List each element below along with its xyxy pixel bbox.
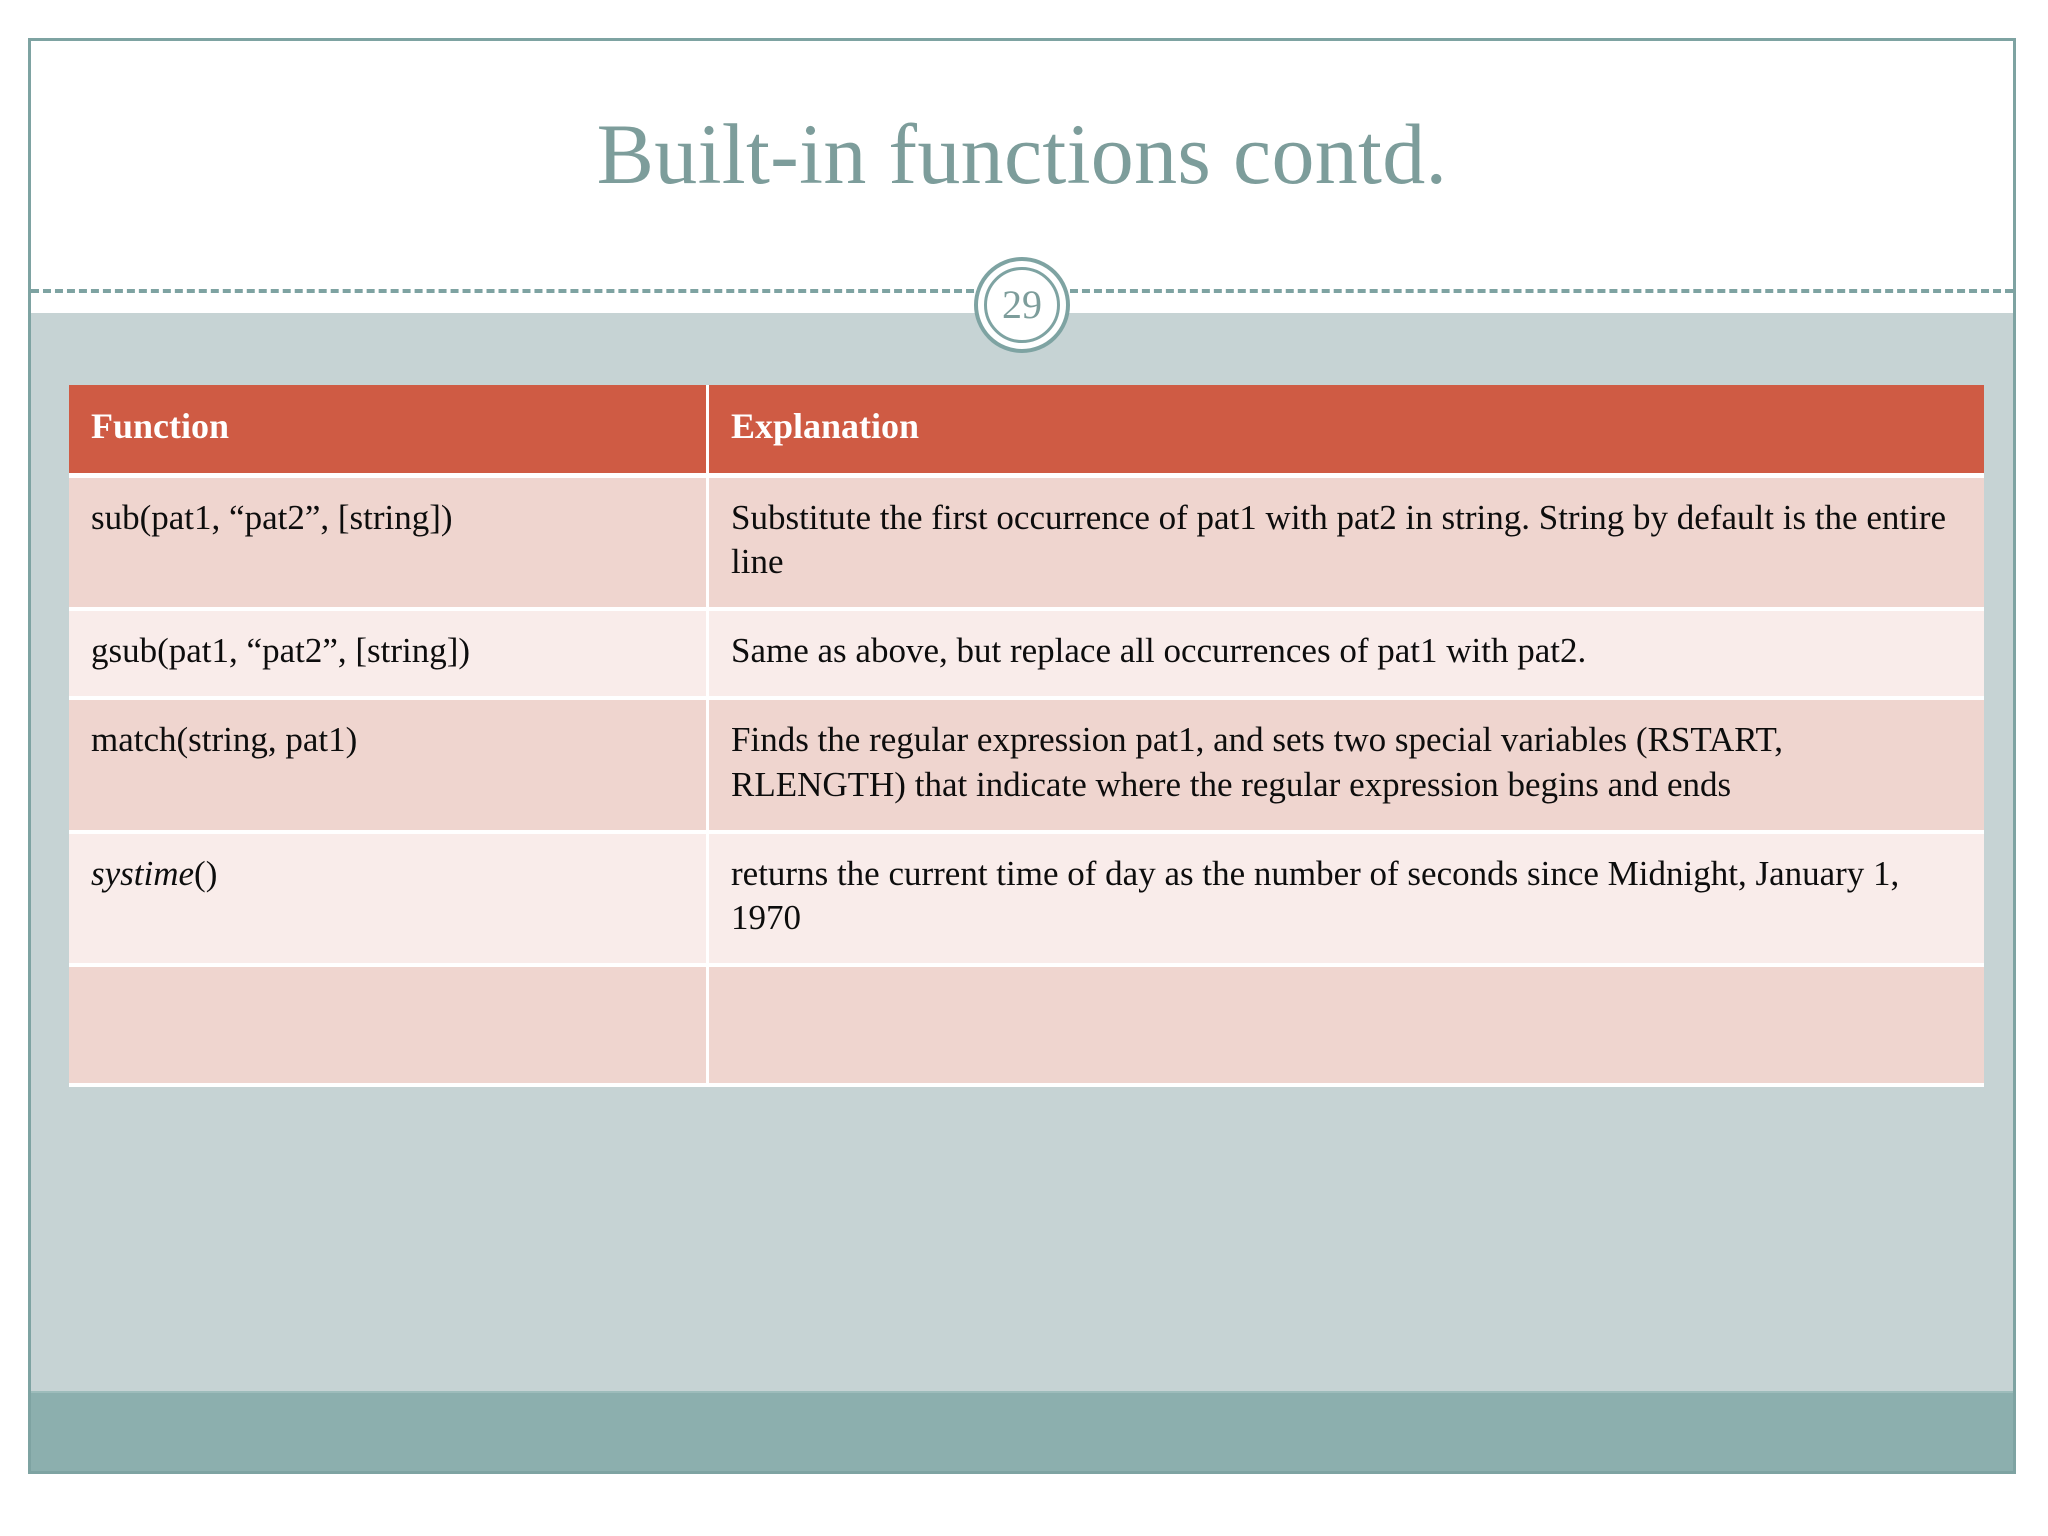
cell-function-name-italic: systime — [91, 853, 195, 893]
cell-function-text: gsub(pat1, “pat2”, [string]) — [91, 631, 471, 671]
slide-body: Function Explanation sub(pat1, “pat2”, [… — [31, 313, 2013, 1471]
builtin-functions-table: Function Explanation sub(pat1, “pat2”, [… — [69, 385, 1984, 1088]
cell-function-text: sub(pat1, “pat2”, [string]) — [91, 497, 453, 537]
header-divider — [31, 289, 2013, 293]
table-row: sub(pat1, “pat2”, [string]) Substitute t… — [69, 477, 1984, 612]
cell-explanation: Same as above, but replace all occurrenc… — [709, 611, 1984, 700]
page-number-badge: 29 — [974, 257, 1070, 353]
table-body: sub(pat1, “pat2”, [string]) Substitute t… — [69, 477, 1984, 1088]
cell-function: sub(pat1, “pat2”, [string]) — [69, 477, 709, 612]
cell-function-text: () — [194, 853, 218, 893]
page-title: Built-in functions contd. — [596, 106, 1448, 202]
cell-function-text: match(string, pat1) — [91, 719, 358, 759]
cell-function: systime() — [69, 833, 709, 968]
page-number-label: 29 — [1002, 282, 1042, 327]
cell-function: match(string, pat1) — [69, 699, 709, 834]
table-row: systime() returns the current time of da… — [69, 833, 1984, 968]
table-header-row: Function Explanation — [69, 385, 1984, 478]
divider-dash-left — [31, 289, 986, 293]
cell-explanation: Substitute the first occurrence of pat1 … — [709, 477, 1984, 612]
cell-function: gsub(pat1, “pat2”, [string]) — [69, 611, 709, 700]
slide-frame: Built-in functions contd. 29 Function Ex… — [28, 38, 2016, 1474]
footer-bar — [31, 1391, 2013, 1471]
cell-explanation: Finds the regular expression pat1, and s… — [709, 699, 1984, 834]
table-row: gsub(pat1, “pat2”, [string]) Same as abo… — [69, 611, 1984, 700]
divider-dash-right — [1058, 289, 2013, 293]
cell-explanation: returns the current time of day as the n… — [709, 833, 1984, 968]
column-header-explanation: Explanation — [709, 385, 1984, 478]
column-header-function: Function — [69, 385, 709, 478]
table-row: match(string, pat1) Finds the regular ex… — [69, 699, 1984, 834]
cell-function — [69, 967, 709, 1088]
table-row — [69, 967, 1984, 1088]
cell-explanation — [709, 967, 1984, 1088]
